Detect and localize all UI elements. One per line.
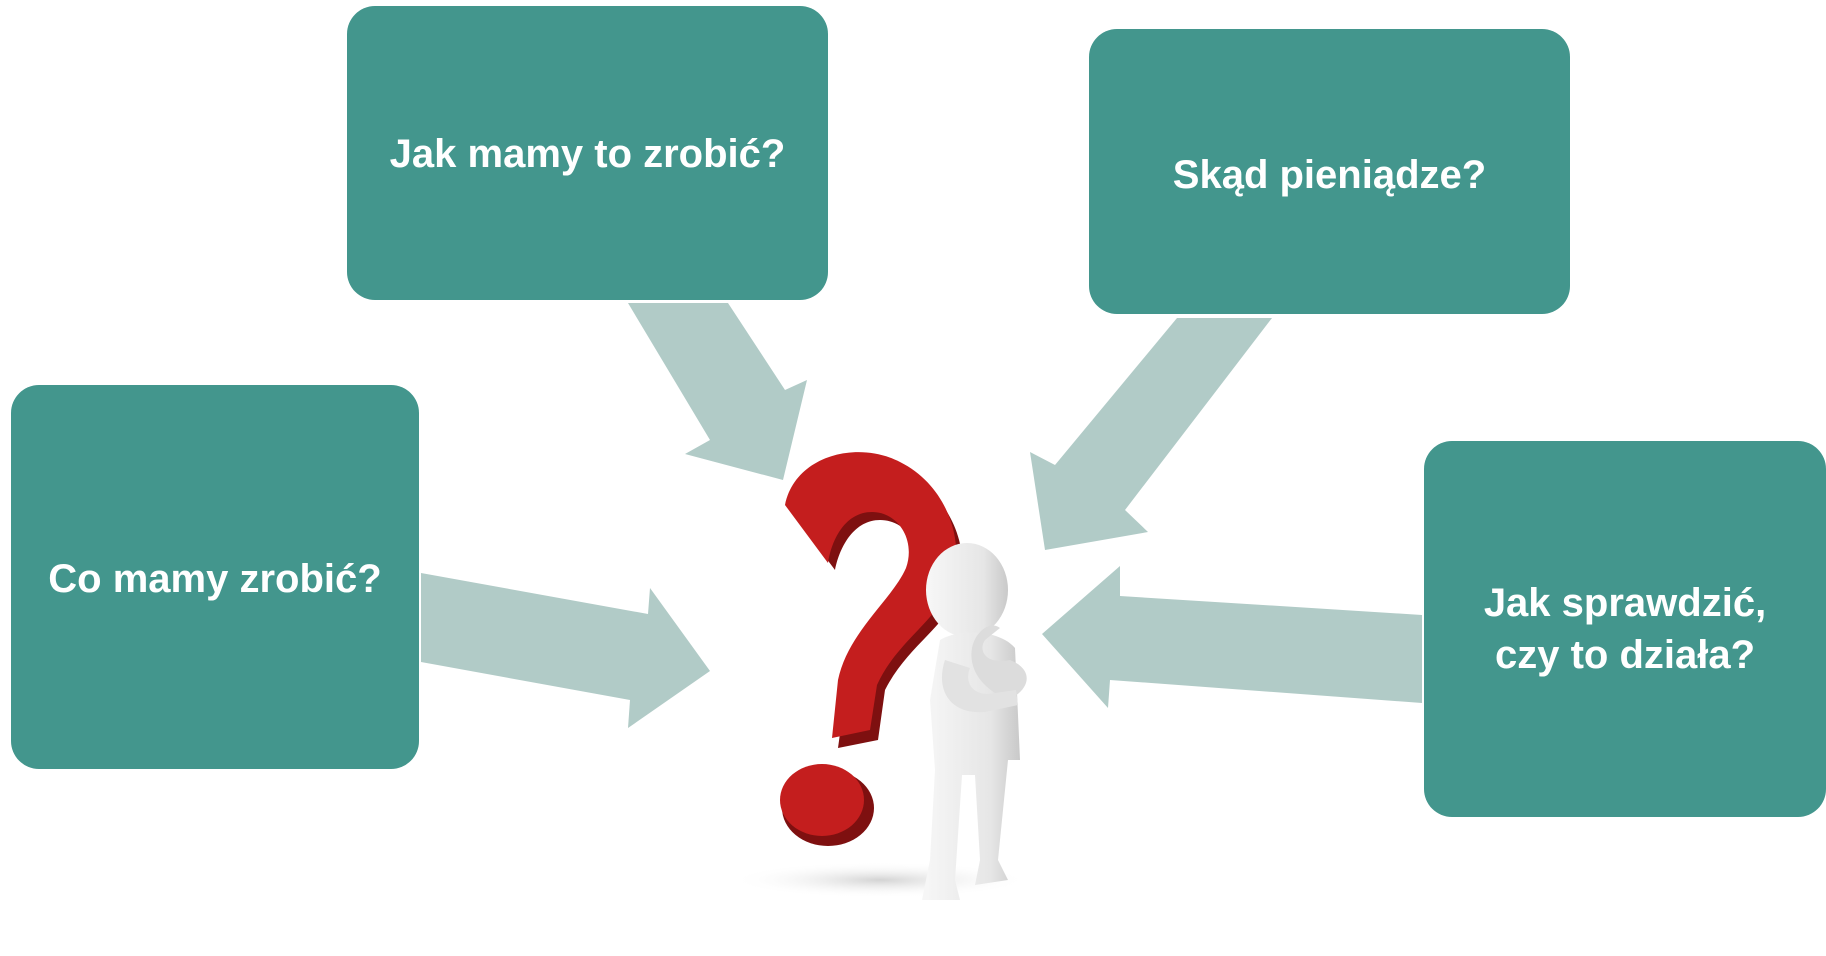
arrow-from-check — [1042, 566, 1422, 708]
question-box-what: Co mamy zrobić? — [11, 385, 419, 769]
arrow-from-how — [628, 303, 807, 480]
question-box-how: Jak mamy to zrobić? — [347, 6, 828, 300]
question-box-check-label: Jak sprawdzić, czy to działa? — [1483, 581, 1767, 677]
question-mark-icon — [780, 452, 963, 846]
question-box-money-label: Skąd pieniądze? — [1172, 153, 1487, 197]
question-box-how-label: Jak mamy to zrobić? — [389, 132, 786, 176]
question-box-money: Skąd pieniądze? — [1089, 29, 1570, 314]
question-box-check: Jak sprawdzić, czy to działa? — [1424, 441, 1826, 817]
arrow-from-what — [421, 573, 710, 728]
arrow-from-money — [1030, 318, 1272, 550]
question-box-what-label: Co mamy zrobić? — [48, 557, 382, 601]
thinking-figure-icon — [922, 543, 1027, 900]
